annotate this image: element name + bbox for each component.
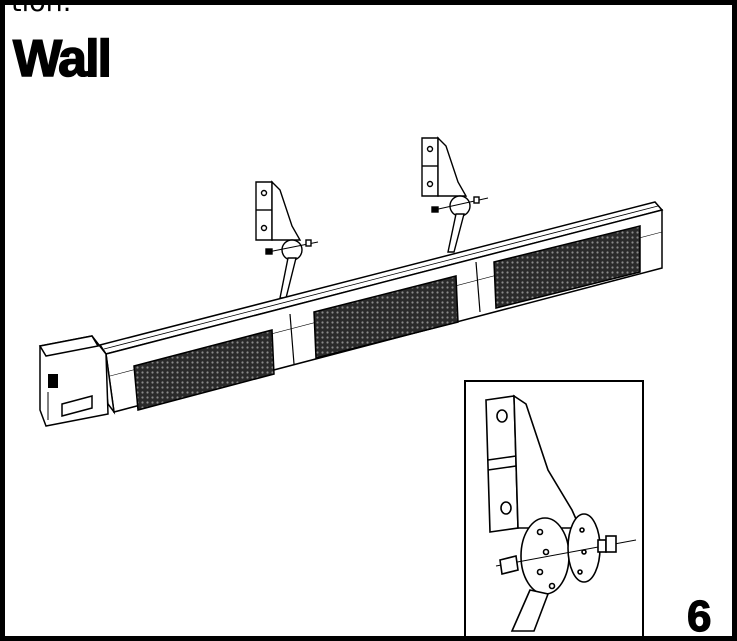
wall-bracket-left (255, 180, 319, 299)
step-number: 6 (686, 592, 712, 641)
bracket-detail-inset (464, 380, 644, 636)
heater-body (38, 201, 664, 427)
wall-bracket-right (421, 136, 489, 253)
section-heading: Wall (12, 30, 112, 88)
cut-off-text: tion. (11, 0, 72, 18)
heater-illustration (38, 136, 664, 636)
